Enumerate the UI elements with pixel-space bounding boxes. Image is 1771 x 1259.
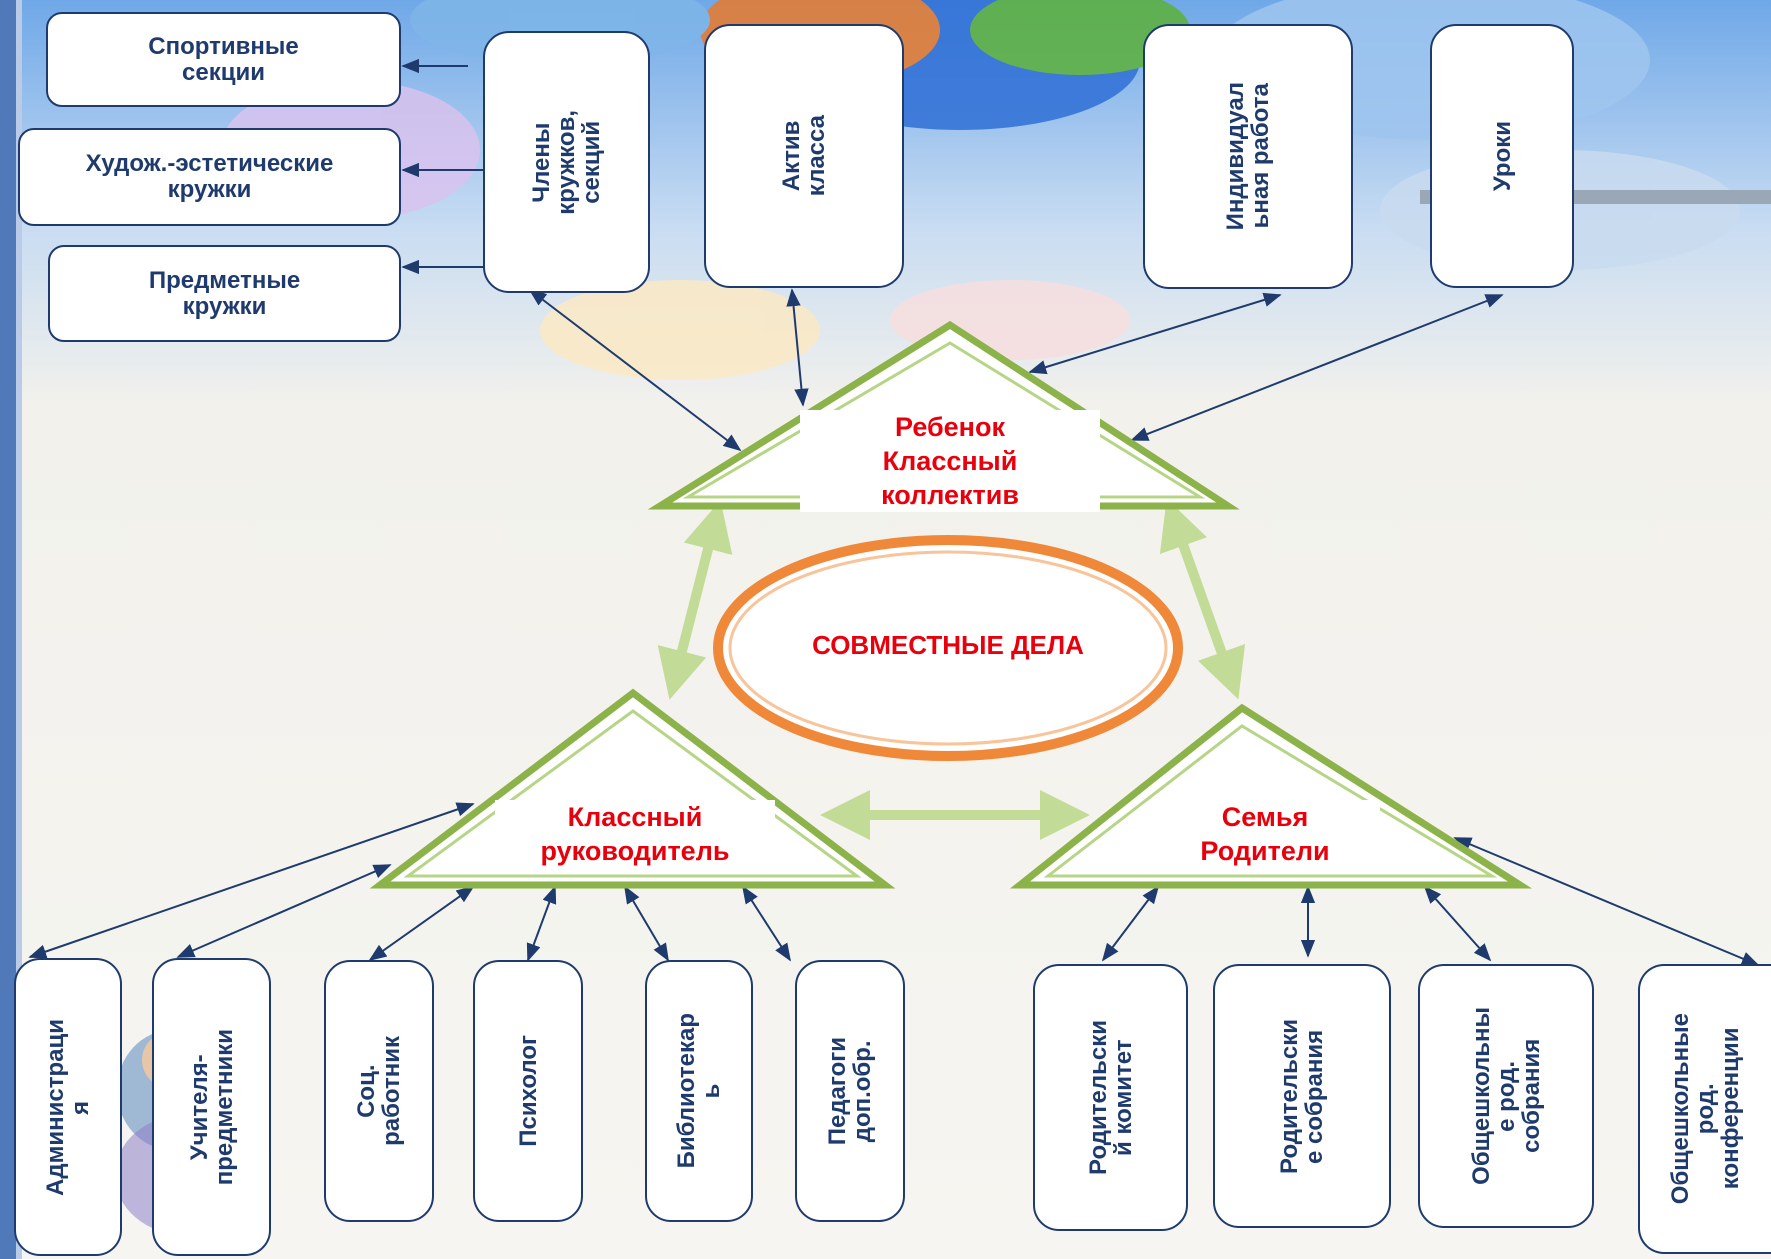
box-sports-sections: Спортивные секции <box>46 12 401 107</box>
box-class-activists: Актив класса <box>704 24 904 288</box>
box-school-parent-conferences-label: Общешкольные род. конференции <box>1667 1013 1744 1205</box>
box-club-members: Члены кружков, секций <box>483 31 650 293</box>
box-parent-committee: Родительски й комитет <box>1033 964 1188 1231</box>
box-subject-clubs: Предметные кружки <box>48 245 401 342</box>
box-parent-meetings: Родительски е собрания <box>1213 964 1391 1228</box>
box-administration-label: Администраци я <box>42 1018 94 1196</box>
box-psychologist-label: Психолог <box>514 1035 542 1147</box>
box-social-worker: Соц. работник <box>324 960 434 1222</box>
box-school-parent-conferences: Общешкольные род. конференции <box>1638 964 1771 1254</box>
box-school-parent-meetings-label: Общешкольны е род. собрания <box>1467 1007 1545 1185</box>
box-librarian: Библиотекар ь <box>645 960 753 1222</box>
triangle-teacher-label: Классный руководитель <box>495 800 775 868</box>
center-label: СОВМЕСТНЫЕ ДЕЛА <box>812 630 1084 660</box>
box-class-activists-label: Актив класса <box>778 115 830 197</box>
triangle-family-label: Семья Родители <box>1150 800 1380 868</box>
triangle-child-label: Ребенок Классный коллектив <box>800 410 1100 512</box>
box-psychologist: Психолог <box>473 960 583 1222</box>
box-administration: Администраци я <box>14 958 122 1256</box>
box-art-clubs-label: Худож.-эстетические кружки <box>85 150 334 203</box>
box-subject-teachers: Учителя- предметники <box>152 958 271 1256</box>
box-lessons: Уроки <box>1430 24 1574 288</box>
box-librarian-label: Библиотекар ь <box>673 1013 725 1169</box>
connector-arrows <box>28 58 1760 966</box>
box-social-worker-label: Соц. работник <box>353 1036 405 1146</box>
box-sports-sections-label: Спортивные секции <box>148 32 299 86</box>
box-individual-work: Индивидуал ьная работа <box>1143 24 1353 289</box>
central-ellipse <box>713 535 1183 761</box>
left-frame-bar <box>0 0 16 1259</box>
box-parent-committee-label: Родительски й комитет <box>1084 1020 1137 1175</box>
box-individual-work-label: Индивидуал ьная работа <box>1222 82 1274 231</box>
box-extra-education-teachers-label: Педагоги доп.обр. <box>824 1036 876 1146</box>
box-club-members-label: Члены кружков, секций <box>528 109 605 215</box>
triangle-connectors <box>657 498 1246 840</box>
box-subject-teachers-label: Учителя- предметники <box>185 1028 238 1186</box>
box-art-clubs: Худож.-эстетические кружки <box>18 128 401 226</box>
box-lessons-label: Уроки <box>1488 120 1516 192</box>
box-parent-meetings-label: Родительски е собрания <box>1276 1018 1328 1174</box>
box-school-parent-meetings: Общешкольны е род. собрания <box>1418 964 1594 1228</box>
box-extra-education-teachers: Педагоги доп.обр. <box>795 960 905 1222</box>
box-subject-clubs-label: Предметные кружки <box>148 266 301 320</box>
